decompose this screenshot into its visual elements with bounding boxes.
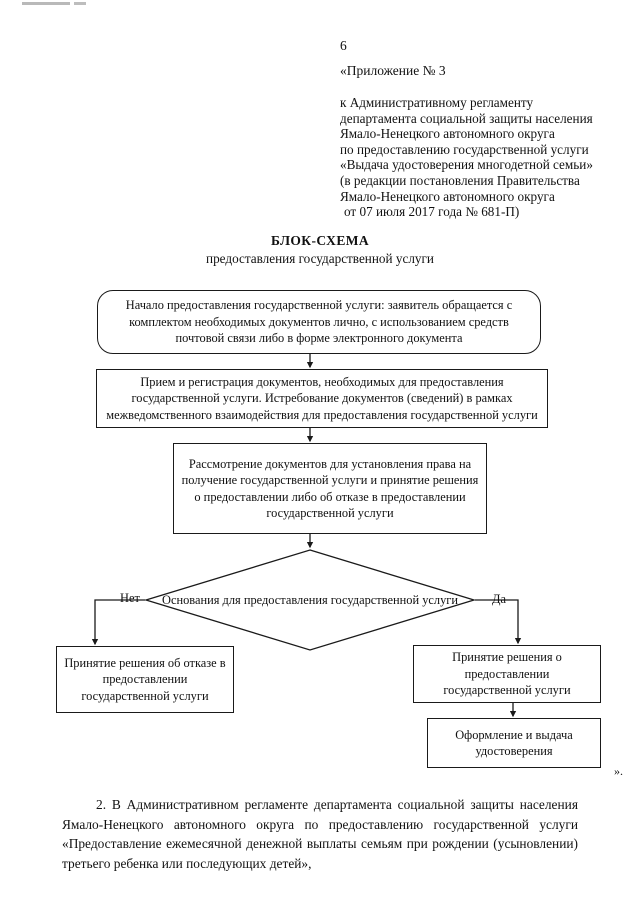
branch-label-no: Нет: [120, 591, 140, 605]
flow-node-refuse-label: Принятие решения об отказе в предоставле…: [64, 655, 226, 703]
flow-node-start-label: Начало предоставления государственной ус…: [125, 298, 513, 346]
addressee-line-5: «Выдача удостоверения многодетной семьи»: [340, 157, 593, 173]
addressee-line-8: от 07 июля 2017 года № 681-П): [344, 204, 520, 220]
branch-label-yes: Да: [492, 592, 506, 606]
flow-node-decision[interactable]: Основания для предоставления государстве…: [145, 549, 475, 651]
scan-artifact-secondary: [74, 2, 86, 5]
flow-node-grant[interactable]: Принятие решения о предоставлении госуда…: [413, 645, 603, 705]
appendix-title: «Приложение № 3: [340, 63, 446, 78]
flow-node-issue-label: Оформление и выдача удостоверения: [455, 727, 573, 758]
flow-node-issue[interactable]: Оформление и выдача удостоверения: [427, 718, 603, 770]
flow-node-review[interactable]: Рассмотрение документов для установления…: [173, 443, 487, 534]
addressee-line-2: департамента социальной защиты населения: [340, 110, 593, 126]
addressee-line-6: (в редакции постановления Правительства: [340, 172, 580, 188]
page-subtitle: предоставления государственной услуги: [206, 251, 434, 266]
flow-node-review-label: Рассмотрение документов для установления…: [181, 456, 479, 520]
page-number: 6: [340, 38, 347, 53]
flow-node-decision-label-wrap: Основания для предоставления государстве…: [145, 549, 475, 651]
scan-artifact: [22, 2, 70, 5]
body-paragraph: 2. В Административном регламенте департа…: [62, 797, 578, 871]
addressee-line-3: Ямало-Ненецкого автономного округа: [340, 126, 555, 142]
addressee-line-1: к Административному регламенту: [340, 95, 534, 110]
flow-node-start[interactable]: Начало предоставления государственной ус…: [97, 290, 543, 356]
flow-node-decision-label: Основания для предоставления государстве…: [162, 592, 458, 607]
diamond-shape: [145, 549, 475, 651]
addressee-line-7: Ямало-Ненецкого автономного округа: [340, 188, 555, 204]
flow-node-intake-label: Прием и регистрация документов, необходи…: [106, 374, 538, 422]
flow-node-intake[interactable]: Прием и регистрация документов, необходи…: [96, 369, 550, 430]
addressee-line-4: по предоставлению государственной услуги: [340, 141, 589, 157]
closing-quote-mark: ».: [614, 764, 623, 778]
addressee-block: к Административному регламенту департаме…: [340, 95, 593, 220]
page-title: БЛОК-СХЕМА: [270, 233, 370, 248]
flow-node-refuse[interactable]: Принятие решения об отказе в предоставле…: [56, 646, 234, 713]
flow-node-grant-label: Принятие решения о предоставлении госуда…: [443, 650, 571, 698]
